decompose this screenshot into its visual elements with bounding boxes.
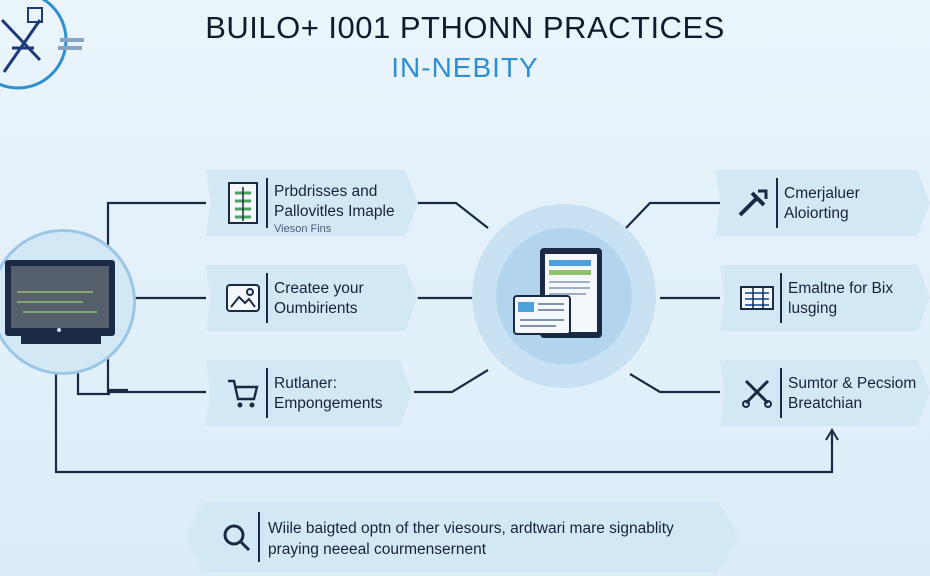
cart-icon xyxy=(228,379,259,408)
page-subtitle: IN-NEBITY xyxy=(391,52,539,83)
card-left-3-line1: Rutlaner: xyxy=(274,375,337,392)
image-frame-icon xyxy=(226,284,260,312)
card-right-3-line1: Sumtor & Pecsiom xyxy=(788,375,917,392)
document-chart-icon xyxy=(228,182,258,224)
monitor-node xyxy=(0,229,136,375)
card-right-3-line2: Breatchian xyxy=(788,395,863,412)
card-left-1-small: Vieson Fins xyxy=(274,223,332,235)
card-left-3-line2: Empongements xyxy=(274,395,383,412)
card-right-2[interactable]: Emaltne for Bix lusging xyxy=(720,265,930,331)
card-left-2[interactable]: Createe your Oumbirients xyxy=(206,265,418,331)
card-right-1-line1: Cmerjaluer xyxy=(784,185,860,202)
card-right-3[interactable]: Sumtor & Pecsiom Breatchian xyxy=(720,360,930,426)
monitor-icon xyxy=(5,260,115,344)
note-line2: praying neeeal courmensernent xyxy=(268,541,486,558)
report-icon xyxy=(740,286,774,310)
central-hub xyxy=(472,204,656,388)
note-banner: Wiile baigted optn of ther viesours, ard… xyxy=(186,502,740,572)
tablet-document-icon xyxy=(513,248,602,338)
scissors-icon xyxy=(742,379,772,408)
card-right-2-line1: Emaltne for Bix xyxy=(788,280,894,297)
card-right-2-line2: lusging xyxy=(788,300,838,317)
card-left-3[interactable]: Rutlaner: Empongements xyxy=(206,360,412,426)
search-icon xyxy=(223,524,251,552)
brand-logo-icon xyxy=(0,0,84,90)
card-left-1-line2: Pallovitles Imaple xyxy=(274,203,395,220)
card-right-1-line2: Aloiorting xyxy=(784,205,849,222)
card-left-1[interactable]: Prbdrisses and Pallovitles Imaple Vieson… xyxy=(206,170,418,236)
card-right-1[interactable]: Cmerjaluer Aloiorting xyxy=(716,170,930,236)
card-left-1-line1: Prbdrisses and xyxy=(274,183,378,200)
card-left-2-line1: Createe your xyxy=(274,280,364,297)
card-left-2-line2: Oumbirients xyxy=(274,300,358,317)
page-title: BUILO+ I001 PTHONN PRACTICES xyxy=(205,10,725,45)
tools-icon xyxy=(738,189,768,217)
note-line1: Wiile baigted optn of ther viesours, ard… xyxy=(268,520,674,537)
